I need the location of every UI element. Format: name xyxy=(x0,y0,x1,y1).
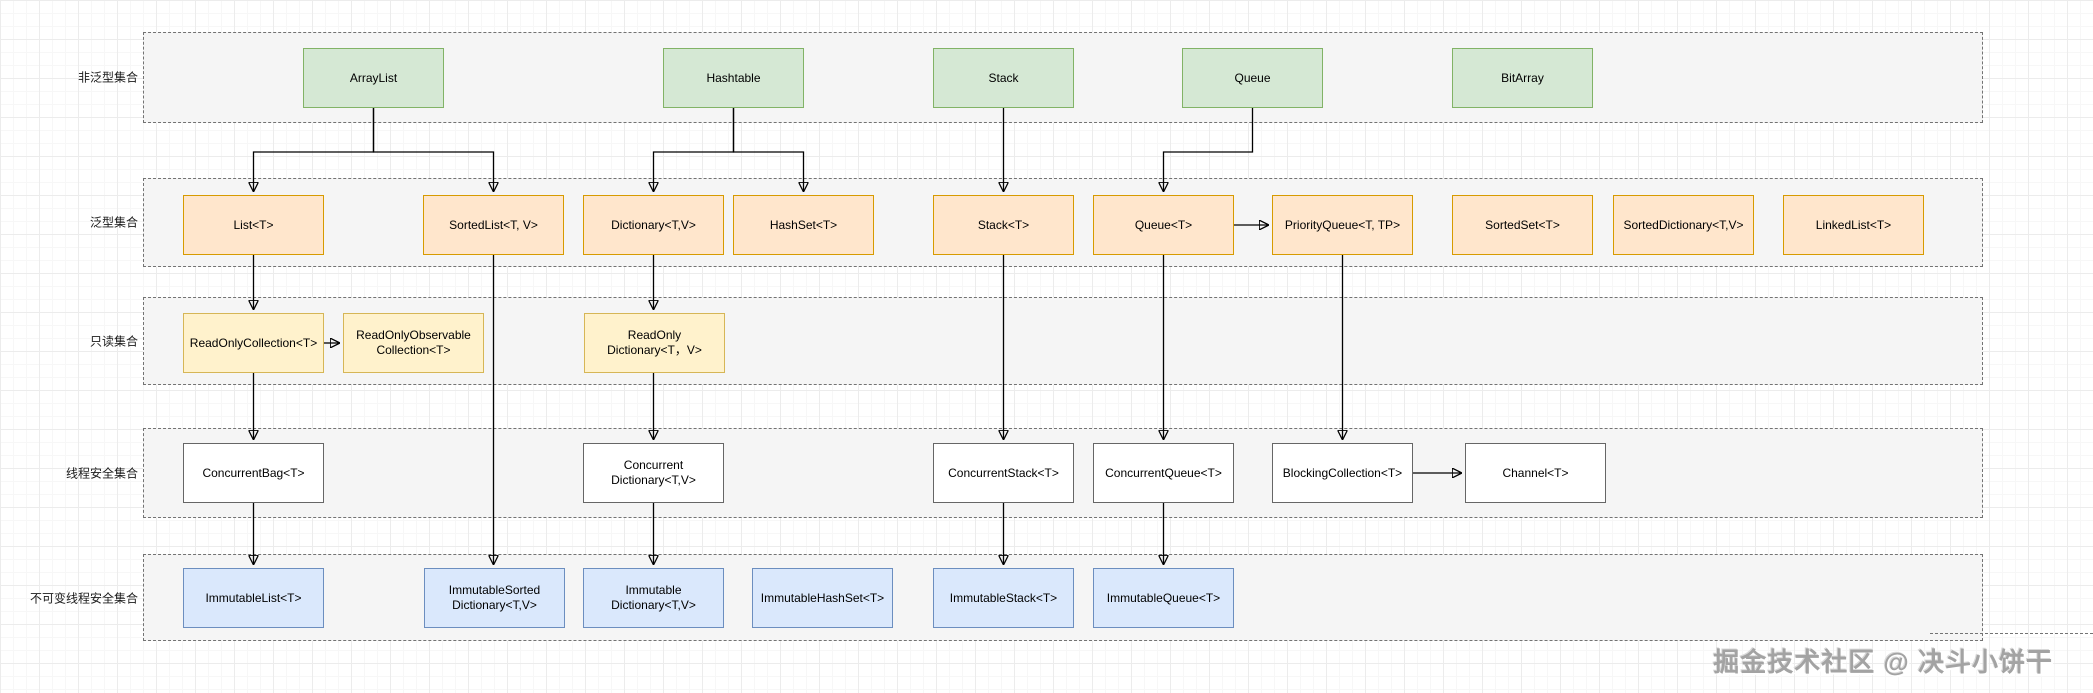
node-sorteddictionary: SortedDictionary<T,V> xyxy=(1613,195,1754,255)
node-immutablelist: ImmutableList<T> xyxy=(183,568,324,628)
row-label-generic: 泛型集合 xyxy=(89,215,138,230)
row-label-non-generic: 非泛型集合 xyxy=(77,70,138,85)
node-list: List<T> xyxy=(183,195,324,255)
row-label-immutable: 不可变线程安全集合 xyxy=(29,591,138,606)
node-concurrentqueue: ConcurrentQueue<T> xyxy=(1093,443,1234,503)
row-label-threadsafe: 线程安全集合 xyxy=(65,466,138,481)
node-stack-t: Stack<T> xyxy=(933,195,1074,255)
dashed-line-fragment xyxy=(1930,633,2093,634)
node-readonlycollection: ReadOnlyCollection<T> xyxy=(183,313,324,373)
watermark-text: 掘金技术社区 @ 决斗小饼干 xyxy=(1713,647,2053,677)
node-concurrentstack: ConcurrentStack<T> xyxy=(933,443,1074,503)
node-sortedlist: SortedList<T, V> xyxy=(423,195,564,255)
node-stack: Stack xyxy=(933,48,1074,108)
node-blockingcollection: BlockingCollection<T> xyxy=(1272,443,1413,503)
node-hashtable: Hashtable xyxy=(663,48,804,108)
node-priorityqueue: PriorityQueue<T, TP> xyxy=(1272,195,1413,255)
node-dictionary: Dictionary<T,V> xyxy=(583,195,724,255)
node-queue-t: Queue<T> xyxy=(1093,195,1234,255)
node-bitarray: BitArray xyxy=(1452,48,1593,108)
node-sortedset: SortedSet<T> xyxy=(1452,195,1593,255)
node-concurrentdictionary: Concurrent Dictionary<T,V> xyxy=(583,443,724,503)
node-concurrentbag: ConcurrentBag<T> xyxy=(183,443,324,503)
node-immutablesorteddictionary: ImmutableSorted Dictionary<T,V> xyxy=(424,568,565,628)
node-readonlydictionary: ReadOnly Dictionary<T，V> xyxy=(584,313,725,373)
node-queue: Queue xyxy=(1182,48,1323,108)
node-hashset: HashSet<T> xyxy=(733,195,874,255)
node-arraylist: ArrayList xyxy=(303,48,444,108)
node-readonlyobservablecollection: ReadOnlyObservable Collection<T> xyxy=(343,313,484,373)
node-immutablehashset: ImmutableHashSet<T> xyxy=(752,568,893,628)
node-immutablestack: ImmutableStack<T> xyxy=(933,568,1074,628)
node-immutablequeue: ImmutableQueue<T> xyxy=(1093,568,1234,628)
row-label-readonly: 只读集合 xyxy=(89,334,138,349)
node-immutabledictionary: Immutable Dictionary<T,V> xyxy=(583,568,724,628)
node-channel: Channel<T> xyxy=(1465,443,1606,503)
node-linkedlist: LinkedList<T> xyxy=(1783,195,1924,255)
